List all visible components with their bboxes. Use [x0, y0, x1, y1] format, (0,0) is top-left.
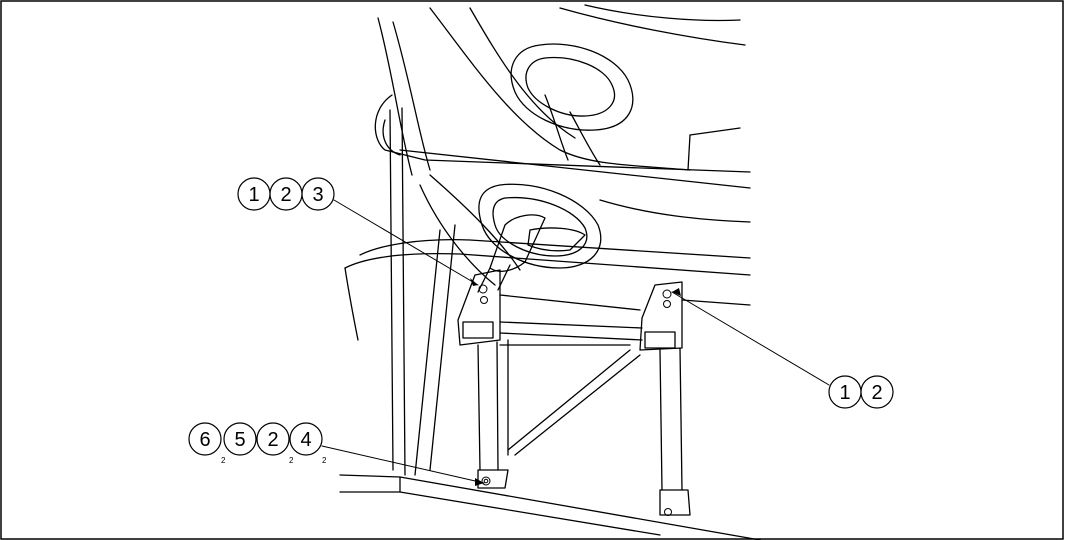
- roll-cage: [344, 94, 751, 476]
- callout-number: 2: [871, 382, 882, 404]
- upper-belt-loop: [510, 43, 634, 166]
- leader-arrow-c: [475, 478, 484, 486]
- leader-lines: [321, 199, 830, 486]
- seat-mount-frame: [457, 269, 751, 516]
- callout-group-6-5-2-4: 6 5 2 4 2 2 2: [188, 422, 327, 465]
- callout-number: 3: [312, 184, 323, 206]
- callout-number: 5: [234, 429, 245, 451]
- lower-belt-loop: [477, 183, 602, 293]
- seat-shell: [377, 4, 751, 286]
- callout-quantity: 2: [289, 456, 294, 465]
- callout-group-1-2: 1 2: [828, 375, 894, 409]
- callout-number: 1: [248, 184, 259, 206]
- callout-group-1-2-3: 1 2 3: [237, 177, 335, 211]
- leader-arrow-a: [470, 278, 478, 286]
- callout-quantity: 2: [322, 456, 327, 465]
- floor: [339, 474, 761, 540]
- callout-number: 4: [300, 429, 311, 451]
- callout-number: 2: [267, 429, 278, 451]
- leader-arrow-b: [672, 288, 681, 296]
- callout-quantity: 2: [221, 456, 226, 465]
- callout-number: 2: [280, 184, 291, 206]
- callout-number: 6: [199, 429, 210, 451]
- callout-number: 1: [839, 382, 850, 404]
